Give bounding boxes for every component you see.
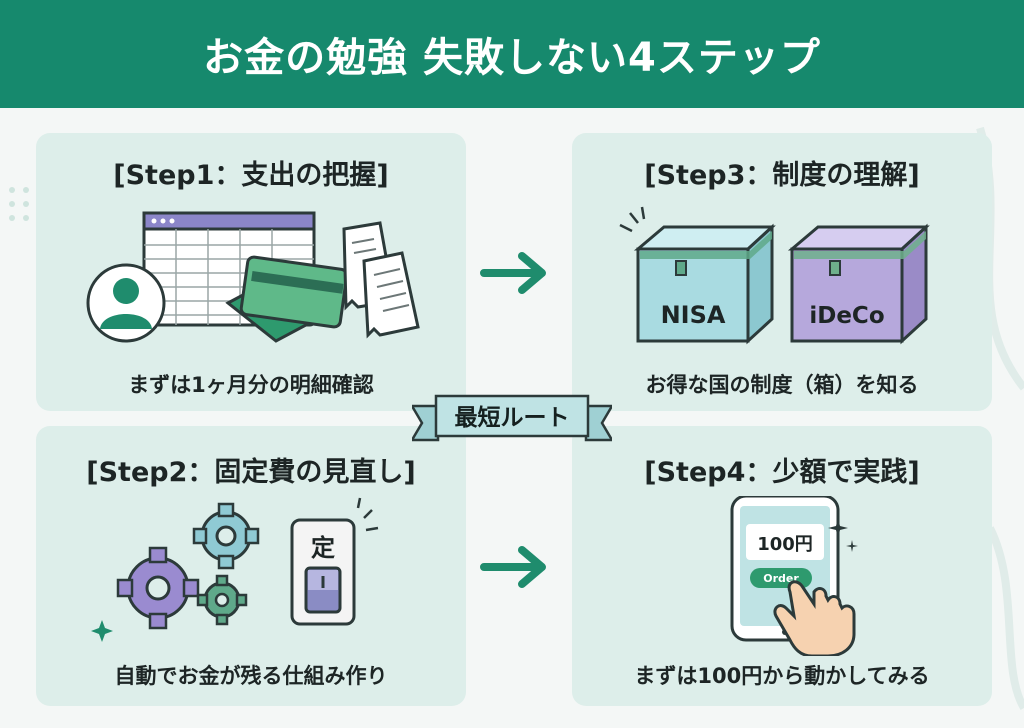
step1-title: [Step1：支出の把握] — [113, 160, 389, 191]
step3-title: [Step3：制度の理解] — [644, 160, 920, 191]
nisa-box-icon: NISA — [633, 223, 776, 345]
step1-card: [Step1：支出の把握] — [36, 133, 466, 411]
tax-boxes-illustration: NISA iDeCo — [619, 206, 930, 345]
step2-title: [Step2：固定費の見直し] — [86, 457, 416, 488]
switch-label: 定 — [311, 534, 335, 562]
arrow-right-icon — [480, 546, 546, 588]
switch-icon: 定 — [290, 497, 379, 626]
step1-caption: まずは1ヶ月分の明細確認 — [128, 373, 374, 397]
step4-card: [Step4：少額で実践] 100円 Order まずは100円から動かしてみる — [572, 426, 992, 706]
header-banner: お金の勉強 失敗しない4ステップ — [0, 0, 1024, 108]
pointing-hand-icon — [773, 580, 856, 656]
step4-caption: まずは100円から動かしてみる — [634, 664, 930, 688]
gear-icon — [196, 574, 248, 626]
ideco-label: iDeCo — [809, 303, 884, 329]
ideco-box-icon: iDeCo — [787, 223, 930, 345]
sparkle-icon — [828, 518, 848, 538]
gear-icon — [116, 546, 200, 630]
phone-price: 100円 — [757, 534, 813, 555]
ribbon-banner — [412, 394, 612, 442]
step2-caption: 自動でお金が残る仕組み作り — [114, 664, 388, 688]
fixed-cost-illustration: 定 — [91, 497, 379, 642]
sparkle-icon — [846, 540, 858, 552]
ribbon-label: 最短ルート — [454, 405, 570, 431]
avatar-icon — [86, 263, 166, 343]
arrow-right-icon — [480, 252, 546, 294]
sparkle-lines — [619, 206, 646, 233]
nisa-label: NISA — [661, 301, 726, 329]
step2-card: [Step2：固定費の見直し] — [36, 426, 466, 706]
receipt-icon — [342, 221, 420, 339]
gear-icon — [192, 502, 260, 570]
step3-caption: お得な国の制度（箱）を知る — [645, 373, 919, 397]
page-title: お金の勉強 失敗しない4ステップ — [203, 35, 821, 81]
sparkle-icon — [91, 620, 113, 642]
phone-illustration: 100円 Order — [730, 496, 858, 656]
expense-illustration — [86, 211, 420, 343]
step3-card: [Step3：制度の理解] NISA iDeCo お得な国の制度（箱）を知る — [572, 133, 992, 411]
step4-title: [Step4：少額で実践] — [644, 457, 920, 488]
bank-card-icon — [225, 255, 349, 343]
